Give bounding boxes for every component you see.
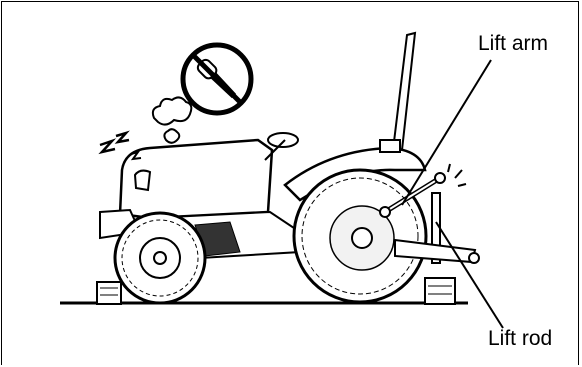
rear-wheel (294, 170, 426, 302)
wheel-chock-front (97, 282, 121, 304)
zzz-sleep-icon (100, 133, 141, 159)
front-wheel (115, 213, 205, 303)
motion-marks (448, 164, 466, 186)
no-key-icon (183, 45, 251, 113)
lift-arm-label: Lift arm (478, 32, 548, 56)
wheel-chock-rear (425, 278, 455, 304)
smoke-puff-icon (153, 97, 191, 142)
rollbar-pole (393, 33, 415, 150)
lift-rod-label: Lift rod (488, 327, 552, 351)
